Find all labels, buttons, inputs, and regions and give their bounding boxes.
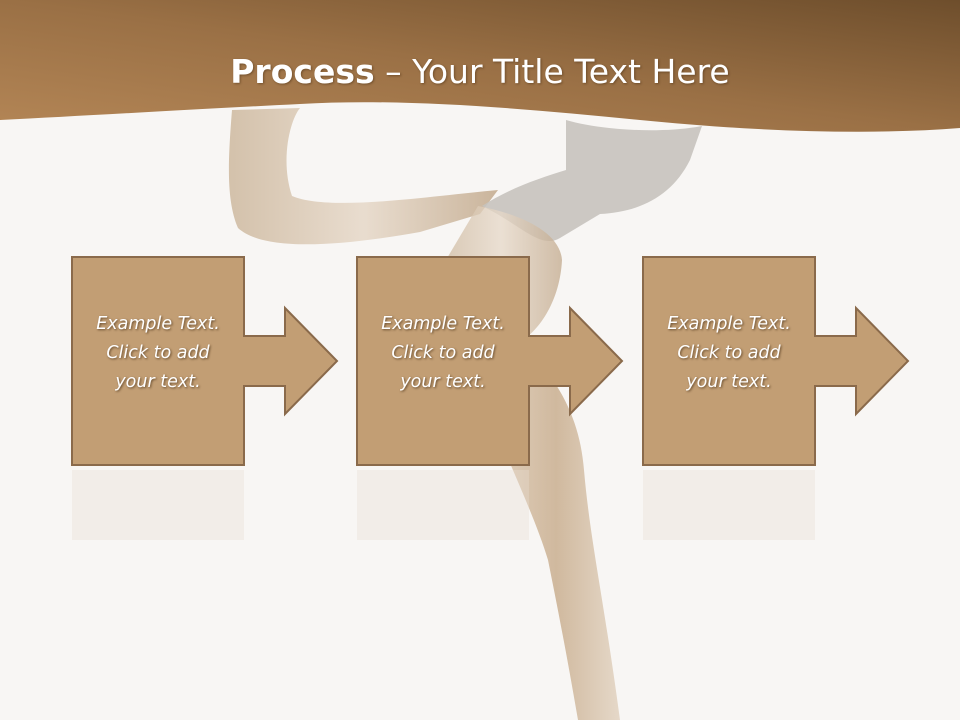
step-text[interactable]: Example Text. Click to add your text.: [642, 310, 816, 397]
header-wave: [0, 0, 960, 132]
right-arrow-icon: [811, 305, 910, 417]
step-text-line: Click to add: [106, 343, 210, 363]
step-shape: [642, 256, 910, 466]
step-text-line: your text.: [686, 372, 772, 392]
title-bold: Process: [230, 52, 375, 91]
step-shape: [71, 256, 339, 466]
step-text-line: Click to add: [391, 343, 495, 363]
right-arrow-icon: [240, 305, 339, 417]
step-text-line: Example Text.: [381, 314, 505, 334]
process-step-3[interactable]: Example Text. Click to add your text.: [642, 256, 912, 546]
step-text[interactable]: Example Text. Click to add your text.: [71, 310, 245, 397]
process-step-2[interactable]: Example Text. Click to add your text.: [356, 256, 626, 546]
step-shape: [356, 256, 624, 466]
step-text[interactable]: Example Text. Click to add your text.: [356, 310, 530, 397]
process-step-1[interactable]: Example Text. Click to add your text.: [71, 256, 341, 546]
step-text-line: Example Text.: [667, 314, 791, 334]
title-rest: – Your Title Text Here: [374, 52, 730, 91]
slide-title[interactable]: Process – Your Title Text Here: [0, 52, 960, 91]
step-text-line: your text.: [400, 372, 486, 392]
step-text-line: your text.: [115, 372, 201, 392]
step-text-line: Example Text.: [96, 314, 220, 334]
step-text-line: Click to add: [677, 343, 781, 363]
right-arrow-icon: [525, 305, 624, 417]
